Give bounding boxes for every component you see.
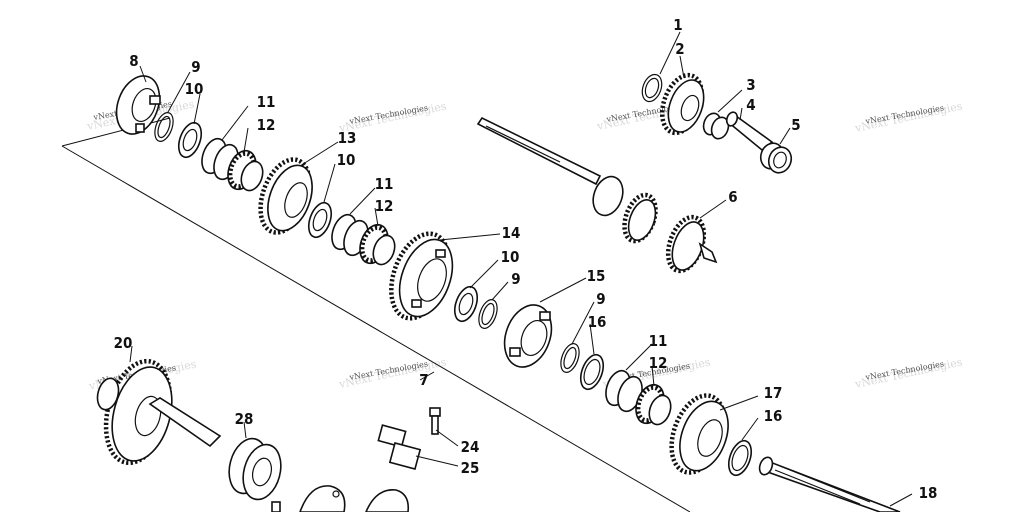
part-1-ring	[641, 73, 663, 103]
callout-9-middle: 9	[511, 270, 520, 288]
part-6-input-shaft	[476, 116, 718, 274]
callout-5: 5	[791, 116, 800, 134]
callout-10-lower: 10	[501, 248, 520, 266]
callout-1: 1	[673, 16, 682, 34]
callout-28: 28	[235, 410, 254, 428]
callout-16-lower: 16	[764, 407, 783, 425]
part-10-washer-middle	[307, 201, 333, 239]
callout-11-top: 11	[257, 93, 276, 111]
callout-12-middle: 12	[375, 197, 394, 215]
callout-11-lower: 11	[649, 332, 668, 350]
callout-3: 3	[746, 76, 755, 94]
callout-20: 20	[114, 334, 133, 352]
part-24-bolt	[429, 407, 441, 435]
callout-12-lower: 12	[649, 354, 668, 372]
callout-13: 13	[338, 129, 357, 147]
callout-15: 15	[587, 267, 606, 285]
part-12-needle-bearing-top	[227, 149, 264, 192]
part-28-bearing	[228, 437, 282, 512]
part-25-sensor	[365, 424, 422, 512]
callout-16-middle: 16	[588, 313, 607, 331]
callout-9-lower: 9	[596, 290, 605, 308]
part-14-dog-gear	[389, 231, 454, 321]
part-18-splined-shaft	[758, 456, 901, 512]
part-20-output-gear	[96, 358, 222, 466]
part-12-needle-bearing-middle	[359, 223, 396, 266]
callout-17: 17	[764, 384, 783, 402]
callout-11-middle: 11	[375, 175, 394, 193]
callout-10-middle: 10	[337, 151, 356, 169]
callout-labels: 1 2 3 4 5 6 7 8 9 9 9 10 10 10 11 11 11 …	[114, 16, 938, 502]
part-4-sleeve	[725, 111, 774, 152]
callout-18: 18	[919, 484, 938, 502]
callout-8: 8	[129, 52, 138, 70]
part-8-hub	[115, 75, 161, 135]
part-bracket	[299, 485, 346, 512]
part-13-gear	[258, 157, 313, 235]
part-15-shift-dog	[503, 304, 553, 368]
assembly-axis-line	[61, 145, 691, 512]
callout-9-top: 9	[191, 58, 200, 76]
part-10-washer-top	[177, 121, 203, 159]
callout-14: 14	[502, 224, 521, 242]
leader-lines	[129, 31, 913, 507]
callout-12-top: 12	[257, 116, 276, 134]
part-5-collar	[759, 142, 793, 174]
part-9-snap-ring-middle	[478, 299, 498, 329]
part-2-gear	[659, 72, 705, 136]
part-16-washer-lower	[727, 439, 753, 477]
callout-25: 25	[461, 459, 480, 477]
callout-6: 6	[728, 188, 737, 206]
part-10-washer-lower	[453, 285, 479, 323]
part-9-snap-ring-lower	[560, 343, 580, 373]
callout-7: 7	[419, 371, 428, 389]
part-12-needle-bearing-lower	[635, 383, 672, 426]
part-17-gear	[669, 393, 729, 475]
callout-4: 4	[746, 96, 755, 114]
callout-2: 2	[675, 40, 684, 58]
part-16-washer-middle	[579, 353, 605, 391]
part-3-bushing	[702, 112, 730, 140]
callout-24: 24	[461, 438, 480, 456]
part-9-snap-ring-top	[154, 112, 174, 142]
callout-10-top: 10	[185, 80, 204, 98]
